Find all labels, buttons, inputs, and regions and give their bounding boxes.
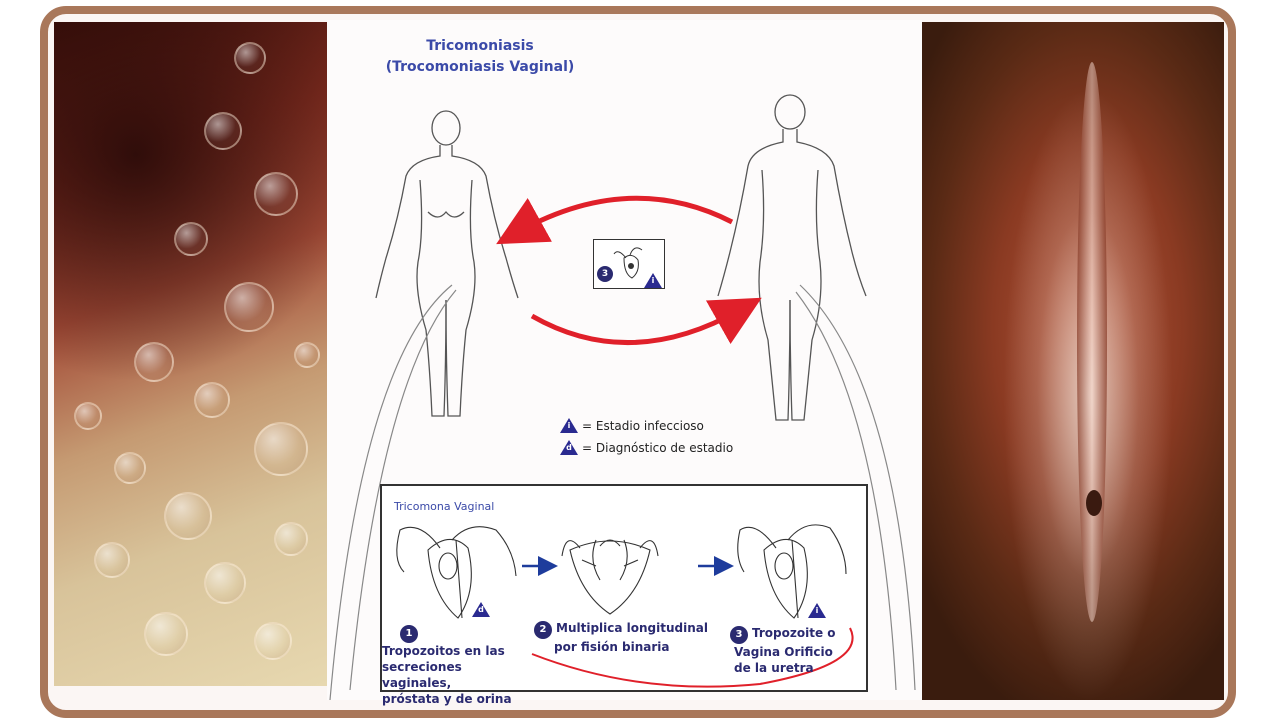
step-2-number: 2 [534, 621, 552, 639]
transmission-arrow-bottom [530, 297, 762, 345]
diagnostic-stage-icon: d [560, 440, 578, 455]
trophozoite-icon [613, 247, 643, 279]
connector-curve-left-inner [349, 289, 457, 691]
lifecycle-return-arrow [531, 627, 854, 688]
legend-text-infectious: = Estadio infeccioso [582, 418, 704, 433]
transmission-arrow-top [496, 195, 734, 245]
center-stage-box: 3 i [593, 239, 665, 289]
step-2-label: 2 Multiplica longitudinal por fisión bina… [534, 620, 714, 655]
infectious-stage-icon: i [560, 418, 578, 433]
left-photo [54, 22, 327, 686]
step-3-number: 3 [730, 626, 748, 644]
connector-curve-right-outer [799, 284, 916, 691]
legend-item-diagnostic: d = Diagnóstico de estadio [560, 440, 733, 455]
right-photo [922, 22, 1224, 700]
step-1-line-1: Tropozoitos en las [382, 644, 505, 658]
infectious-stage-marker: i [644, 273, 662, 288]
legend-item-infectious: i = Estadio infeccioso [560, 418, 704, 433]
step-2-line-1: Multiplica longitudinal [556, 621, 708, 635]
female-figure [375, 110, 519, 417]
title-line-2: (Trocomoniasis Vaginal) [385, 59, 575, 75]
step-3-label: 3 Tropozoite o Vagina Orificio de la uret… [730, 625, 860, 676]
step-1-number: 1 [400, 625, 418, 643]
lifecycle-box [380, 484, 868, 692]
connector-curve-right-inner [795, 291, 897, 691]
step-3-line-3: de la uretra [734, 661, 814, 675]
step-1-label: 1 Tropozoitos en las secreciones vaginal… [382, 624, 532, 707]
lifecycle-title: Tricomona Vaginal [394, 500, 495, 513]
trophozoite-stage-1-icon [396, 526, 517, 619]
title-line-1: Tricomoniasis [426, 38, 534, 54]
male-figure [717, 94, 867, 421]
step-3-line-1: Tropozoite o [752, 626, 836, 640]
step-1-line-2: secreciones vaginales, [382, 660, 462, 690]
step-2-line-2: por fisión binaria [554, 640, 670, 654]
diagnostic-marker-stage-1: d [472, 602, 490, 617]
step-3-line-2: Vagina Orificio [734, 645, 833, 659]
trophozoite-stage-3-icon [737, 524, 847, 619]
step-1-line-3: próstata y de orina [382, 692, 512, 706]
infectious-marker-stage-3: i [808, 603, 826, 618]
center-stage-number: 3 [597, 266, 613, 282]
connector-curve-left-outer [329, 284, 453, 701]
legend-text-diagnostic: = Diagnóstico de estadio [582, 440, 734, 455]
diagram-title: Tricomoniasis (Trocomoniasis Vaginal) [330, 36, 630, 78]
dividing-trophozoite-icon [561, 539, 659, 615]
